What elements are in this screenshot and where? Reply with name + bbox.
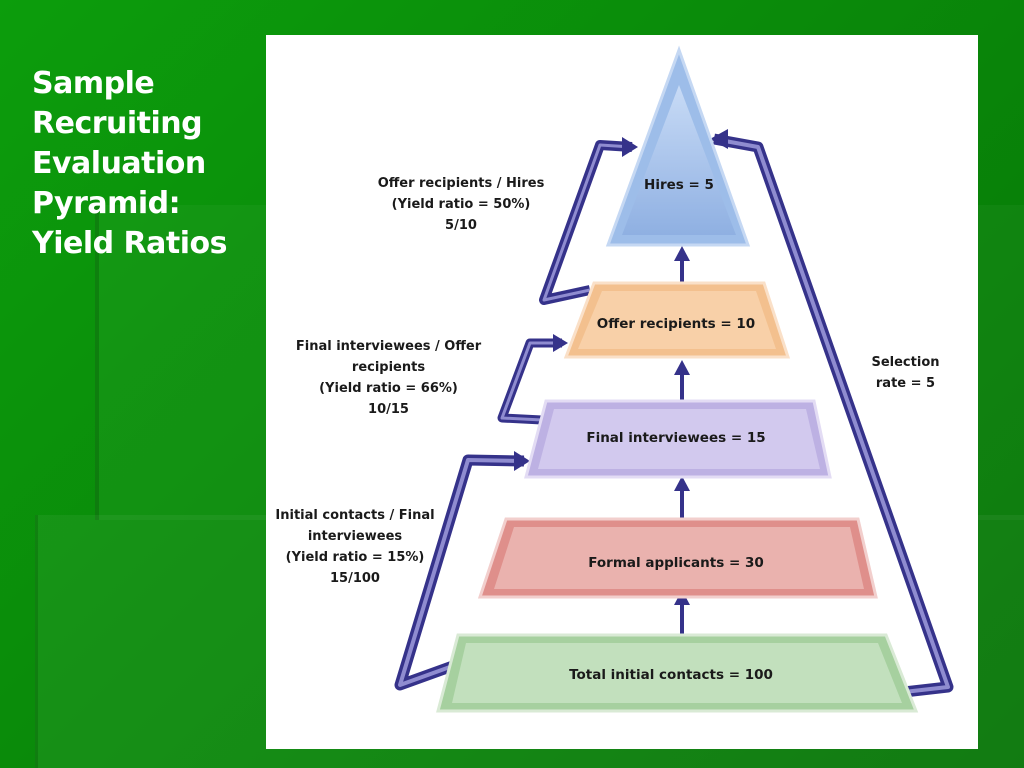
tier-contacts-label: Total initial contacts = 100 [569, 667, 773, 683]
yield-ratio-line: interviewees [307, 529, 403, 544]
yield-arrow-offer [497, 334, 568, 425]
yield-ratio-line: Final interviewees / Offer [295, 339, 482, 354]
tier-offer-shape [563, 281, 791, 359]
yield-ratio-hires-label: Offer recipients / Hires (Yield ratio = … [356, 173, 566, 236]
yield-ratio-line: 15/100 [330, 571, 380, 586]
title-line: Pyramid: [32, 186, 181, 221]
slide-title: Sample Recruiting Evaluation Pyramid: Yi… [32, 64, 257, 264]
title-line: Evaluation [32, 146, 206, 181]
tier-offer-label: Offer recipients = 10 [596, 316, 756, 332]
selection-rate-line: rate = 5 [875, 376, 936, 391]
yield-ratio-line: Offer recipients / Hires [377, 176, 545, 191]
yield-ratio-line: Initial contacts / Final [275, 508, 435, 523]
selection-rate-label: Selection rate = 5 [858, 352, 953, 394]
title-line: Recruiting [32, 106, 203, 141]
yield-arrow-interviewees [394, 451, 530, 691]
yield-ratio-line: 5/10 [445, 218, 477, 233]
yield-ratio-line: 10/15 [368, 402, 409, 417]
tier-hires-shape [605, 45, 751, 247]
pyramid-diagram [394, 45, 954, 713]
pyramid-figure: Hires = 5 Offer recipients = 10 Final in… [266, 35, 978, 749]
yield-ratio-line: (Yield ratio = 66%) [319, 381, 458, 396]
yield-ratio-line: (Yield ratio = 50%) [391, 197, 531, 212]
tier-applicants-label: Formal applicants = 30 [588, 555, 764, 571]
title-line: Yield Ratios [32, 226, 228, 261]
yield-ratio-line: recipients [351, 360, 426, 375]
title-line: Sample [32, 66, 155, 101]
selection-rate-arrow [710, 129, 954, 698]
selection-rate-line: Selection [871, 355, 940, 370]
tier-hires-label: Hires = 5 [644, 177, 714, 193]
tier-interviewees-label: Final interviewees = 15 [586, 430, 766, 446]
yield-arrow-hires [539, 137, 638, 305]
background-panel [95, 205, 1024, 520]
tier-interviewees-shape [524, 399, 832, 479]
flow-arrows [674, 246, 690, 635]
tier-applicants-shape [477, 517, 878, 599]
yield-ratio-offer-label: Final interviewees / Offer recipients (Y… [276, 336, 501, 420]
tier-contacts-shape [436, 633, 919, 713]
yield-ratio-line: (Yield ratio = 15%) [285, 550, 425, 565]
yield-ratio-interviewees-label: Initial contacts / Final interviewees (Y… [266, 505, 444, 589]
